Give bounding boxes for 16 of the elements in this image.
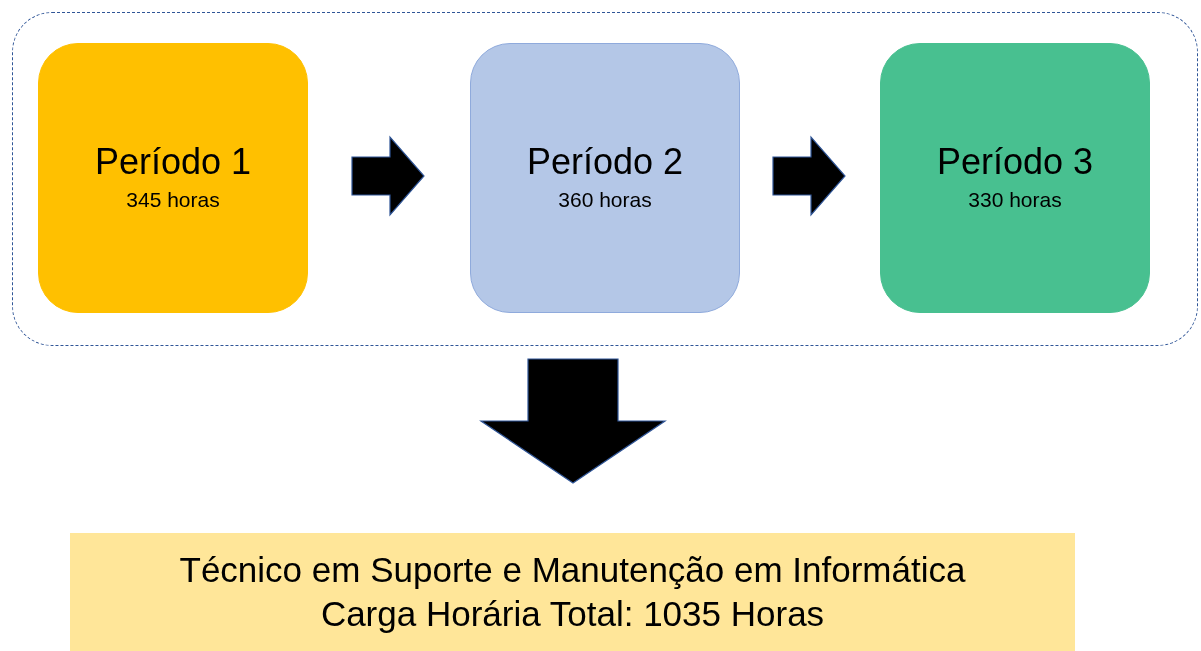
period-card xyxy=(470,43,740,313)
block-arrow xyxy=(479,358,667,484)
hours-text: 330 horas xyxy=(968,187,1062,213)
period-card xyxy=(880,43,1150,313)
period-title: Período 2 xyxy=(526,140,684,184)
block-arrow xyxy=(772,135,846,217)
total-hours-text: Carga Horária Total: 1035 Horas xyxy=(320,593,825,635)
dashed-group-frame xyxy=(12,12,1198,346)
summary-banner xyxy=(70,533,1075,651)
period-title: Período 1 xyxy=(94,140,252,184)
course-title: Técnico em Suporte e Manutenção em Informática xyxy=(179,549,966,591)
hours-text: 360 horas xyxy=(558,187,652,213)
block-arrow xyxy=(351,135,425,217)
period-title: Período 3 xyxy=(936,140,1094,184)
hours-text: 345 horas xyxy=(126,187,220,213)
period-card xyxy=(38,43,308,313)
